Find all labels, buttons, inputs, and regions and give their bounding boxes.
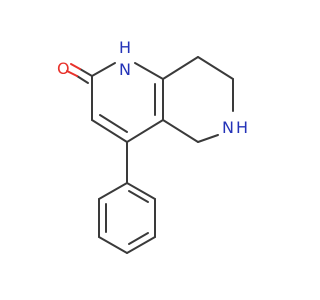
phenyl-bond-1: [126, 182, 156, 200]
bond-c3-c4: [91, 119, 128, 143]
atom-n6-hydrogen-label: H: [236, 118, 248, 137]
bond-c8-c7: [197, 56, 234, 80]
pyridinone-ring: [91, 62, 164, 143]
molecule-structure: N H N H O: [57, 38, 248, 254]
bond-c8a-c8: [162, 56, 199, 80]
phenyl-double-2: [128, 232, 149, 245]
atom-o-label: O: [57, 59, 70, 78]
bond-n6-c5: [197, 134, 219, 143]
phenyl-ring: [98, 182, 156, 254]
atom-n1-label: N: [119, 60, 131, 79]
bond-c2-o-inner: [76, 75, 89, 84]
bond-n1-c2: [91, 62, 116, 77]
phenyl-bond-3: [126, 236, 156, 254]
carbonyl-group: [66, 63, 93, 84]
tetrahydro-ring: [162, 56, 234, 143]
phenyl-double-1: [128, 190, 149, 203]
phenyl-bond-6: [98, 182, 128, 200]
bond-c4-c4a: [126, 119, 164, 143]
bond-c3-c4-inner: [99, 114, 128, 133]
bond-c2-o: [79, 68, 93, 77]
bond-c8a-n1: [134, 62, 164, 80]
bond-c5-c4a: [162, 119, 199, 143]
phenyl-bond-4: [98, 236, 128, 254]
bond-c2-o-red: [70, 63, 81, 70]
bond-c2-o-inner-red: [66, 70, 78, 77]
atom-n1-hydrogen-label: H: [119, 38, 131, 57]
atom-n6-label: N: [222, 118, 234, 137]
